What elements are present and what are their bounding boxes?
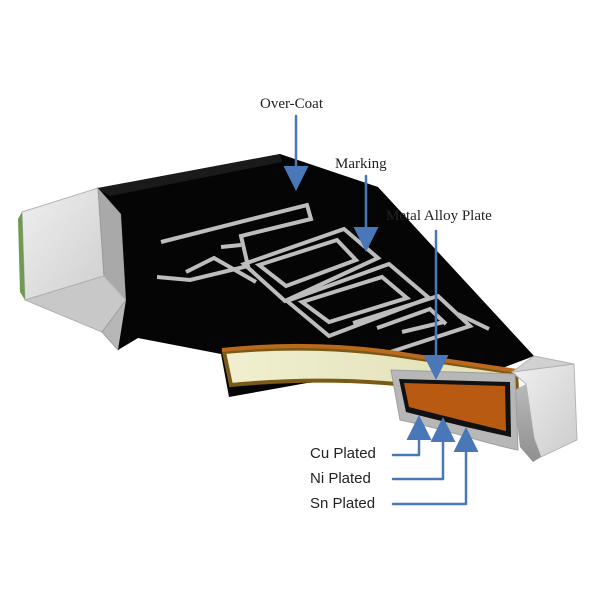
label-metal-alloy-plate: Metal Alloy Plate [386, 208, 492, 224]
left-terminal [18, 186, 141, 351]
ni-plated-arrow [391, 417, 456, 481]
sn-plated-arrow [391, 427, 479, 506]
labels: Over-Coat Marking Metal Alloy Plate Cu P… [260, 96, 492, 512]
label-ni-plated: Ni Plated [310, 470, 371, 487]
cu-plated-arrow [391, 415, 432, 457]
marking-letter-0-a [240, 226, 382, 304]
right-terminal [390, 355, 578, 462]
callout-arrows [283, 114, 479, 506]
label-cu-plated: Cu Plated [310, 445, 376, 462]
label-sn-plated: Sn Plated [310, 495, 375, 512]
label-overcoat: Over-Coat [260, 96, 324, 112]
marking-letter-r [156, 202, 314, 284]
label-marking: Marking [335, 156, 387, 172]
